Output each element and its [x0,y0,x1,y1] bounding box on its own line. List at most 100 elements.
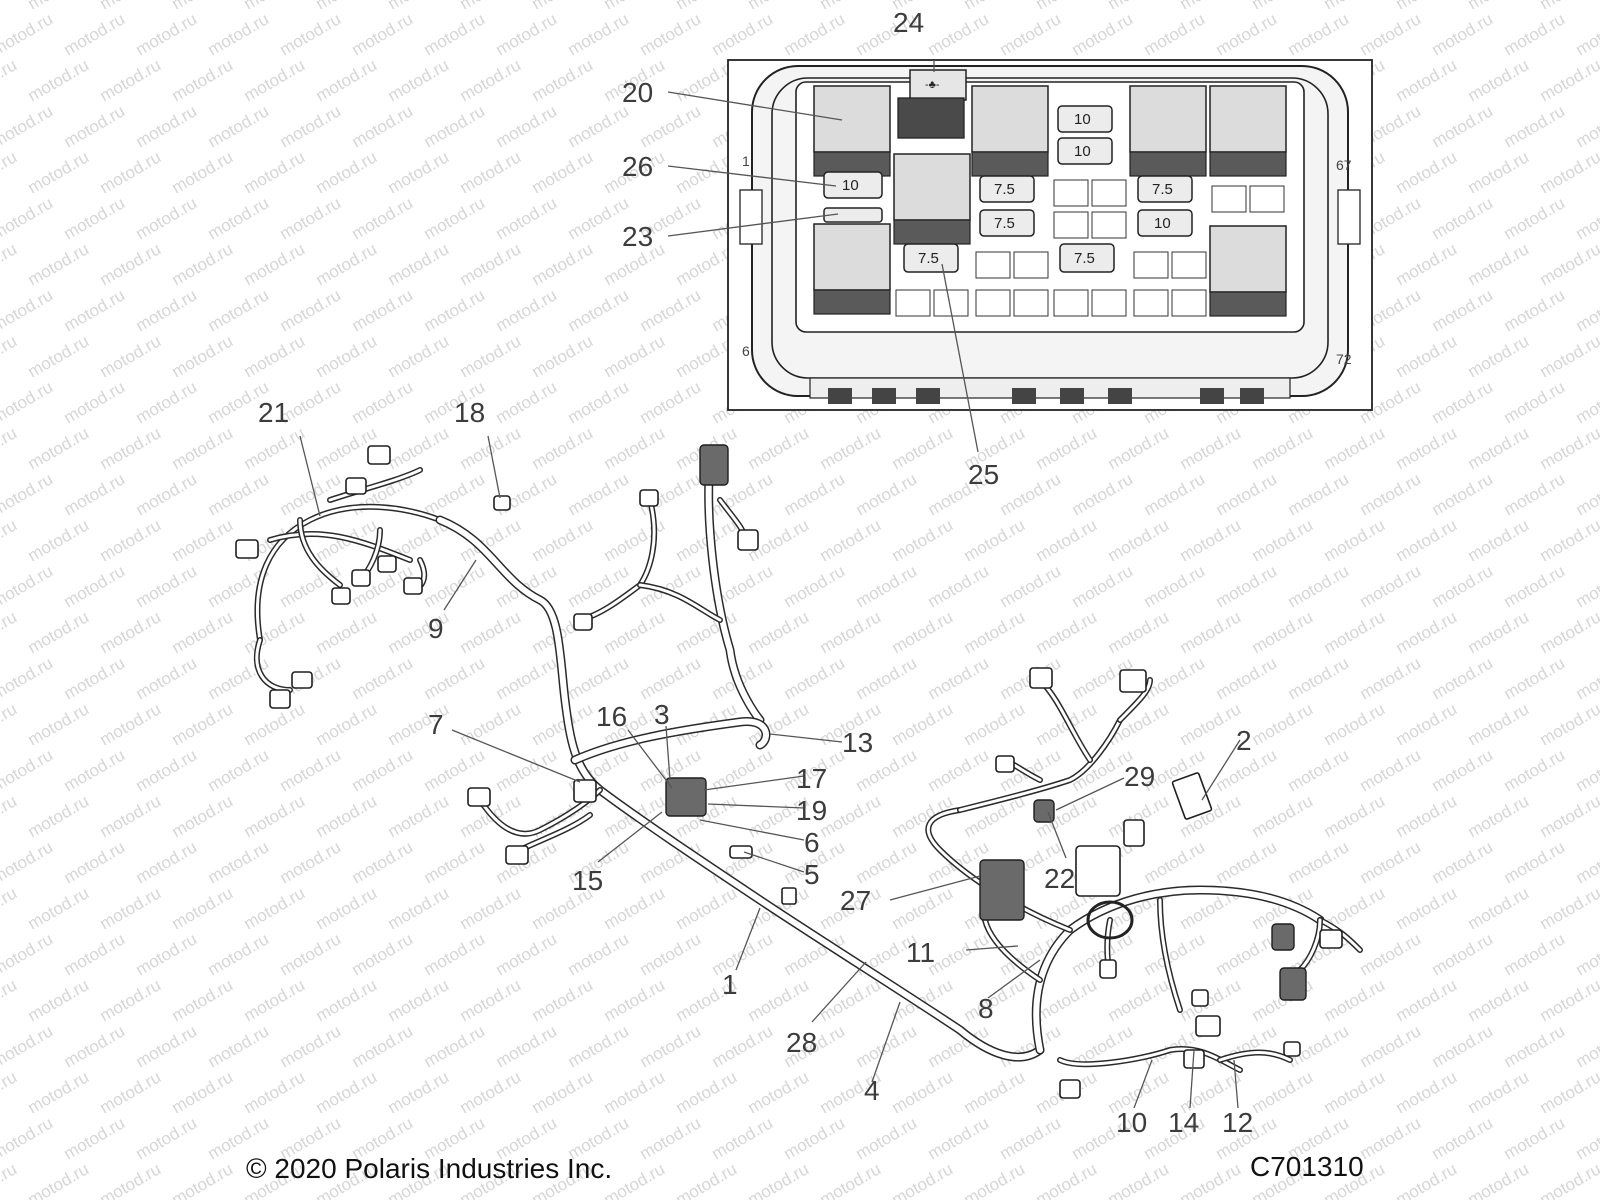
callout-20: 20 [622,77,653,108]
watermark-text: motod.ru [1537,1159,1600,1200]
fuse-2: 10 [1057,137,1113,165]
watermark-text: motod.ru [61,1113,129,1163]
watermark-text: motod.ru [529,1067,597,1117]
watermark-text: motod.ru [781,9,849,59]
callout-3: 3 [654,699,670,730]
watermark-text: motod.ru [277,745,345,795]
watermark-text: motod.ru [1573,469,1600,519]
watermark-text: motod.ru [25,55,93,105]
fuse-6-rating: 7.5 [994,215,1015,232]
watermark-text: motod.ru [1429,9,1497,59]
watermark-text: motod.ru [0,1159,20,1200]
watermark-text: motod.ru [457,1067,525,1117]
watermark-text: motod.ru [637,1113,705,1163]
watermark-text: motod.ru [565,101,633,151]
fuse-5: 7.5 [1137,175,1193,203]
watermark-text: motod.ru [493,469,561,519]
watermark-text: motod.ru [1537,791,1600,841]
watermark-text: motod.ru [961,607,1029,657]
watermark-text: motod.ru [277,1021,345,1071]
watermark-text: motod.ru [637,285,705,335]
watermark-text: motod.ru [1501,377,1569,427]
watermark-text: motod.ru [637,929,705,979]
watermark-text: motod.ru [0,101,56,151]
watermark-text: motod.ru [1537,699,1600,749]
watermark-text: motod.ru [565,929,633,979]
callout-7: 7 [428,709,444,740]
watermark-text: motod.ru [457,607,525,657]
watermark-text: motod.ru [637,1021,705,1071]
callout-11: 11 [906,937,935,968]
fuse-4: 7.5 [979,175,1035,203]
watermark-text: motod.ru [1429,377,1497,427]
watermark-text: motod.ru [0,745,56,795]
callout-9: 9 [428,613,444,644]
watermark-text: motod.ru [1393,883,1461,933]
watermark-text: motod.ru [0,561,56,611]
watermark-text: motod.ru [925,1113,993,1163]
watermark-text: motod.ru [1393,1067,1461,1117]
watermark-text: motod.ru [241,791,309,841]
relay-top-left [813,85,891,177]
watermark-text: motod.ru [853,837,921,887]
watermark-text: motod.ru [25,883,93,933]
pin-mark-bottom-right: 72 [1336,351,1352,367]
watermark-text: motod.ru [1537,515,1600,565]
callout-14: 14 [1168,1107,1199,1138]
watermark-text: motod.ru [493,285,561,335]
watermark-text: motod.ru [241,423,309,473]
watermark-text: motod.ru [637,653,705,703]
watermark-text: motod.ru [133,837,201,887]
watermark-text: motod.ru [133,285,201,335]
watermark-text: motod.ru [1249,1067,1317,1117]
watermark-text: motod.ru [0,147,20,197]
fuse-box-inset: 1 6 67 72 [727,59,1373,411]
watermark-text: motod.ru [493,1021,561,1071]
watermark-text: motod.ru [745,423,813,473]
watermark-text: motod.ru [601,331,669,381]
watermark-text: motod.ru [133,469,201,519]
watermark-text: motod.ru [961,975,1029,1025]
pin-mark-top-left: 1 [742,153,750,169]
watermark-text: motod.ru [385,147,453,197]
watermark-text: motod.ru [421,193,489,243]
watermark-text: motod.ru [1501,745,1569,795]
watermark-text: motod.ru [241,883,309,933]
watermark-text: motod.ru [169,1159,237,1200]
watermark-text: motod.ru [673,883,741,933]
watermark-text: motod.ru [1321,423,1389,473]
watermark-text: motod.ru [385,55,453,105]
watermark-text: motod.ru [97,55,165,105]
watermark-text: motod.ru [1573,745,1600,795]
watermark-text: motod.ru [565,285,633,335]
watermark-text: motod.ru [1429,101,1497,151]
watermark-text: motod.ru [205,837,273,887]
pin-mark-bottom-left: 6 [742,343,750,359]
watermark-text: motod.ru [0,469,56,519]
watermark-text: motod.ru [1141,837,1209,887]
callout-28: 28 [786,1027,817,1058]
watermark-text: motod.ru [493,101,561,151]
fuse-1: 10 [1057,105,1113,133]
fuse-6: 7.5 [979,209,1035,237]
watermark-text: motod.ru [61,469,129,519]
watermark-text: motod.ru [1465,423,1533,473]
watermark-text: motod.ru [493,377,561,427]
watermark-text: motod.ru [457,239,525,289]
watermark-text: motod.ru [61,101,129,151]
callout-23: 23 [622,221,653,252]
watermark-text: motod.ru [61,193,129,243]
watermark-text: motod.ru [61,929,129,979]
watermark-text: motod.ru [997,469,1065,519]
watermark-text: motod.ru [1537,331,1600,381]
watermark-text: motod.ru [313,607,381,657]
callout-5: 5 [804,859,820,890]
watermark-text: motod.ru [1069,9,1137,59]
fuse-1-rating: 10 [1074,111,1091,128]
watermark-text: motod.ru [169,423,237,473]
watermark-text: motod.ru [313,791,381,841]
watermark-text: motod.ru [421,837,489,887]
watermark-text: motod.ru [277,9,345,59]
watermark-text: motod.ru [1105,1159,1173,1200]
watermark-text: motod.ru [0,0,20,13]
